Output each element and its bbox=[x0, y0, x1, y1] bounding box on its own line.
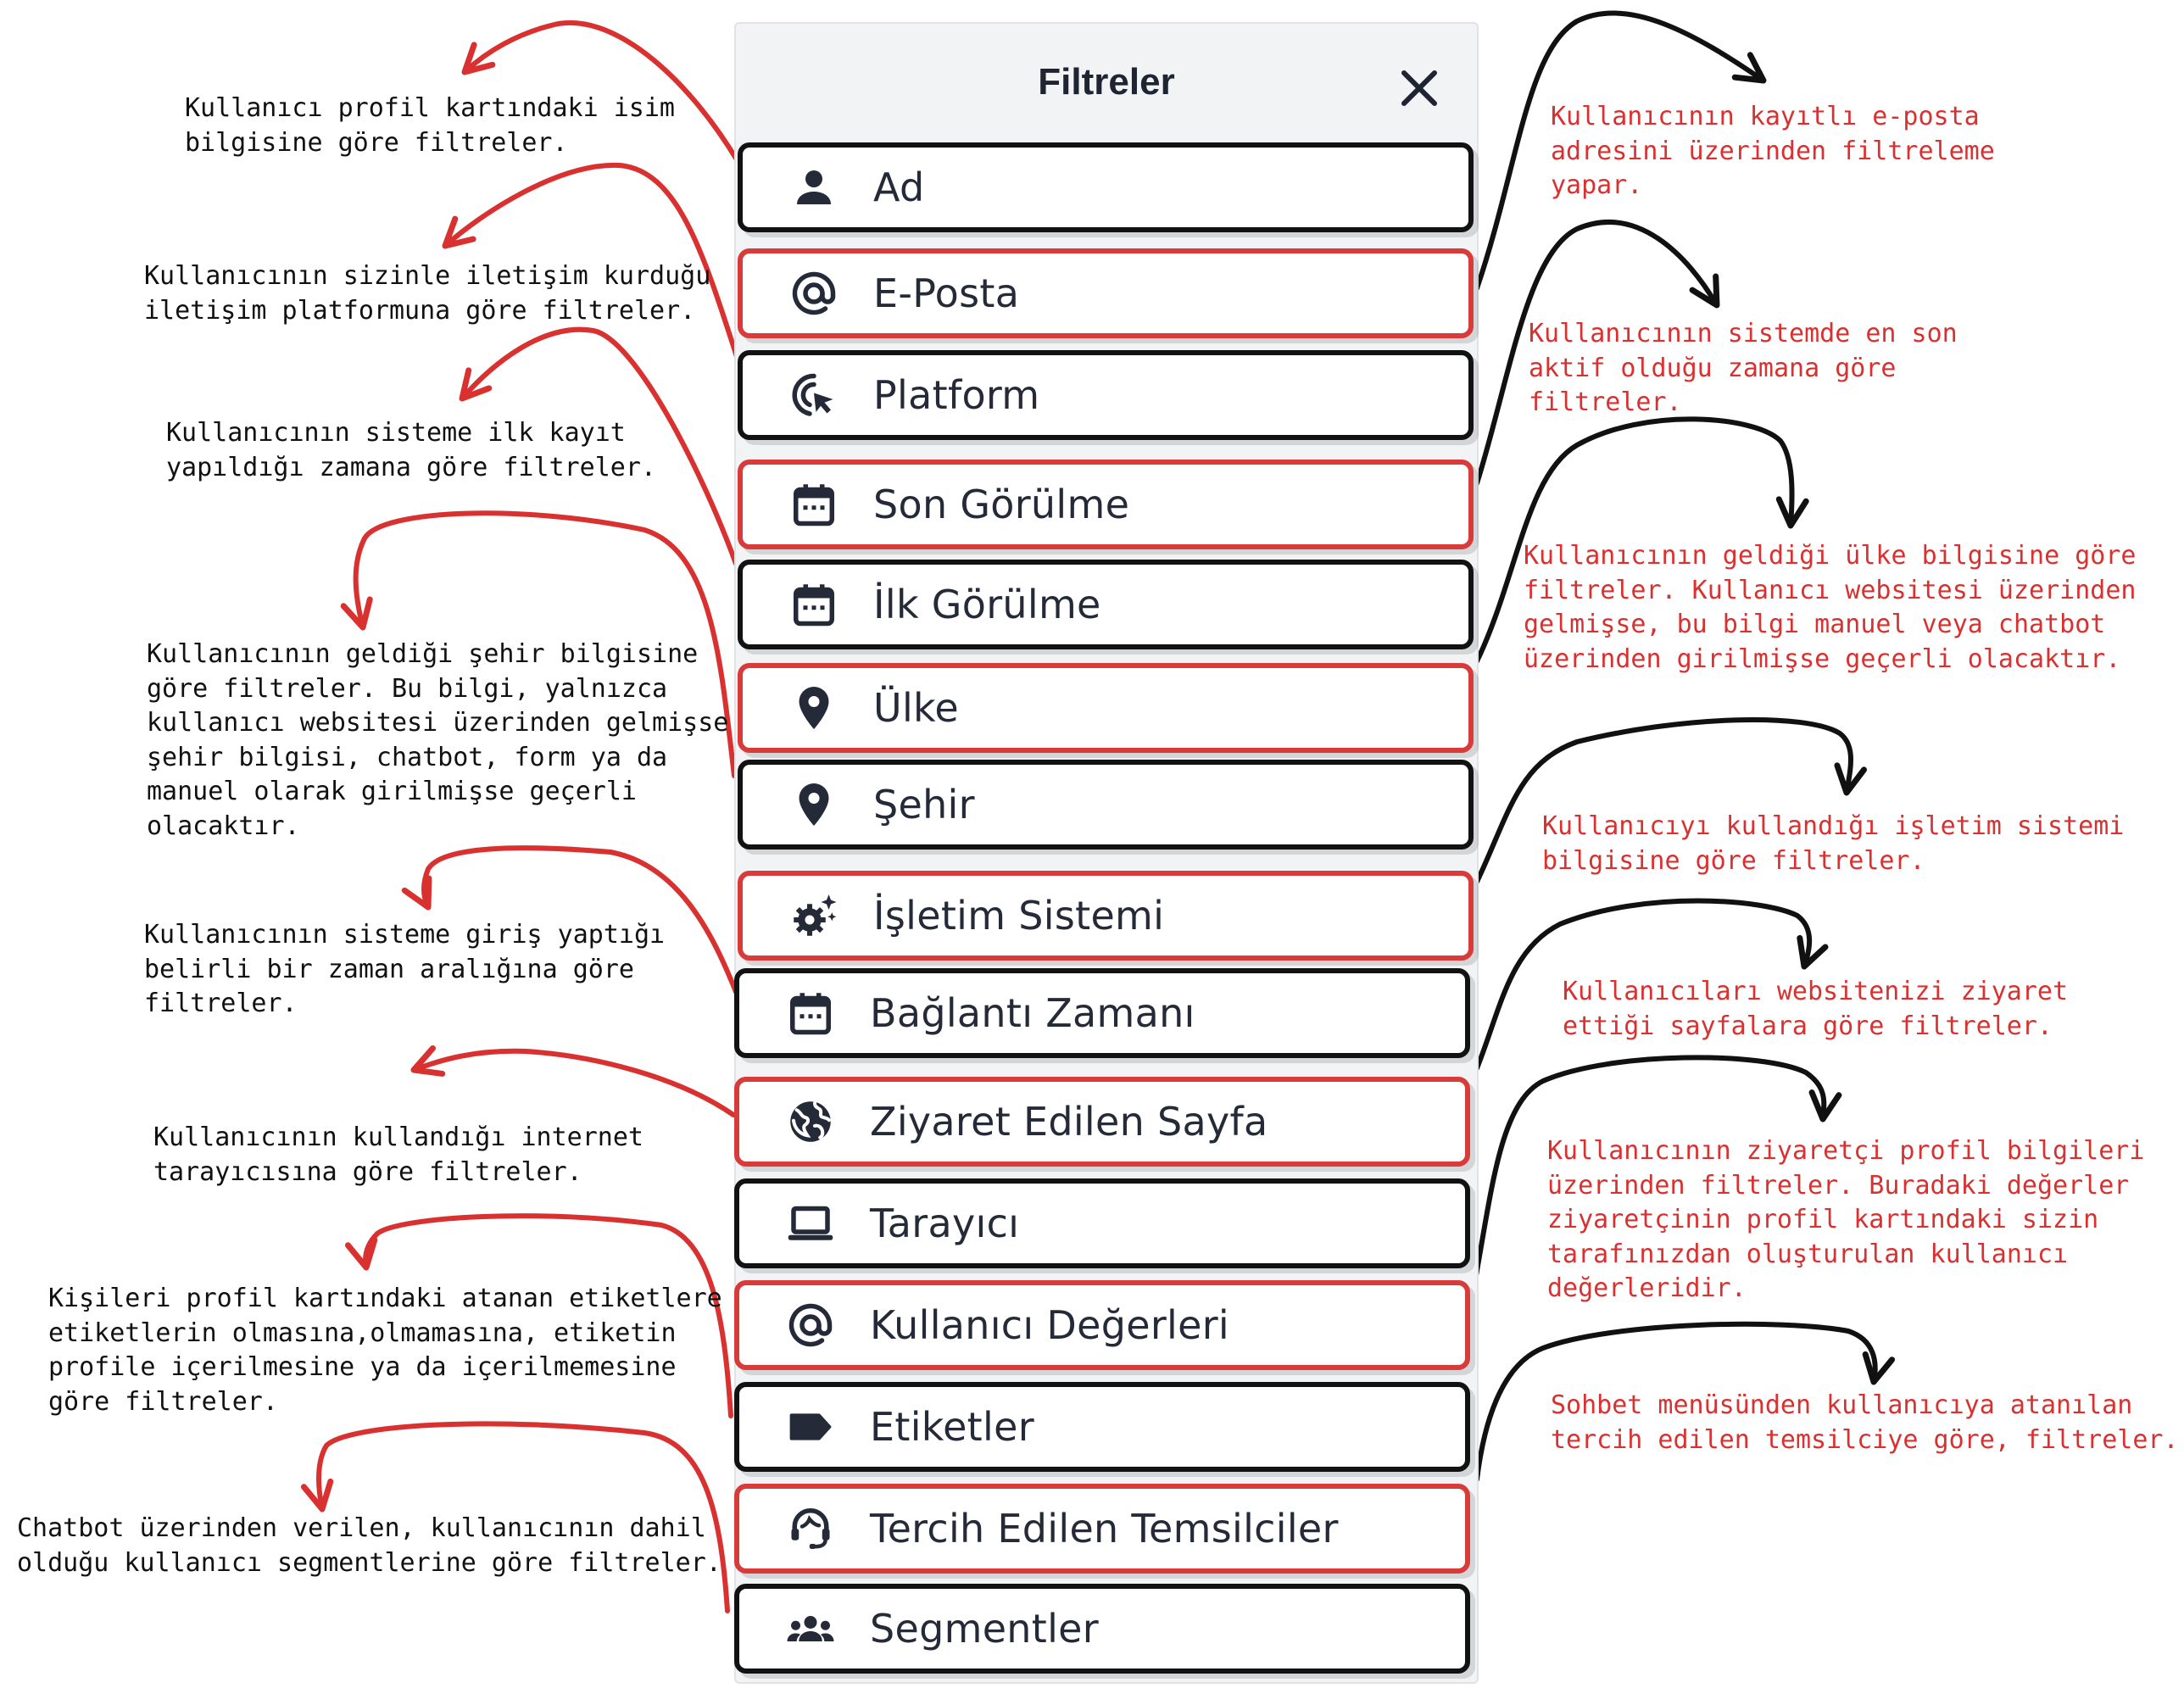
filter-item-label: Etiketler bbox=[870, 1404, 1034, 1450]
annotation-platform: Kullanıcının sizinle iletişim kurduğu il… bbox=[144, 261, 711, 326]
filter-item-label: Tercih Edilen Temsilciler bbox=[870, 1506, 1339, 1552]
filter-item-label: Ad bbox=[873, 164, 925, 210]
filter-item-ilk-gorulme[interactable]: İlk Görülme bbox=[738, 560, 1474, 649]
filter-item-tercih-edilen-temsilciler[interactable]: Tercih Edilen Temsilciler bbox=[734, 1484, 1470, 1574]
filter-item-label: İlk Görülme bbox=[873, 582, 1101, 627]
calendar-icon bbox=[788, 579, 839, 630]
filter-item-ulke[interactable]: Ülke bbox=[738, 663, 1474, 753]
annotation-isletim-sistemi: Kullanıcıyı kullandığı işletim sistemi b… bbox=[1542, 811, 2125, 876]
annotation-ilk-gorulme: Kullanıcının sisteme ilk kayıt yapıldığı… bbox=[166, 418, 656, 482]
filter-item-label: Ülke bbox=[873, 685, 959, 731]
filter-item-label: Şehir bbox=[873, 782, 975, 827]
person-icon bbox=[788, 162, 839, 213]
arrow-tarayici bbox=[410, 1045, 736, 1117]
filter-item-platform[interactable]: Platform bbox=[738, 350, 1474, 440]
filter-item-sehir[interactable]: Şehir bbox=[738, 760, 1474, 850]
gear-sparkle-icon bbox=[788, 890, 839, 941]
filter-item-baglanti-zamani[interactable]: Bağlantı Zamanı bbox=[734, 968, 1470, 1058]
filter-item-kullanici-degerleri[interactable]: Kullanıcı Değerleri bbox=[734, 1280, 1470, 1370]
annotation-ulke: Kullanıcının geldiği ülke bilgisine göre… bbox=[1524, 541, 2137, 674]
cursor-click-icon bbox=[788, 370, 839, 421]
filter-item-e-posta[interactable]: E-Posta bbox=[738, 248, 1474, 338]
calendar-icon bbox=[785, 988, 836, 1039]
close-icon[interactable] bbox=[1396, 64, 1443, 112]
filter-item-ad[interactable]: Ad bbox=[738, 142, 1474, 232]
annotation-son-gorulme: Kullanıcının sistemde en son aktif olduğ… bbox=[1529, 319, 1958, 417]
calendar-icon bbox=[788, 479, 839, 530]
filter-item-segmentler[interactable]: Segmentler bbox=[734, 1584, 1470, 1674]
at-sign-icon bbox=[785, 1300, 836, 1351]
filter-item-label: Bağlantı Zamanı bbox=[870, 990, 1195, 1036]
laptop-icon bbox=[785, 1198, 836, 1249]
filter-item-label: Platform bbox=[873, 372, 1040, 418]
annotation-baglanti-zamani: Kullanıcının sisteme giriş yaptığı belir… bbox=[144, 920, 666, 1018]
filter-item-label: Tarayıcı bbox=[870, 1201, 1020, 1246]
filter-item-ziyaret-edilen-sayfa[interactable]: Ziyaret Edilen Sayfa bbox=[734, 1077, 1470, 1167]
filter-item-label: Ziyaret Edilen Sayfa bbox=[870, 1099, 1268, 1145]
filter-item-label: Son Görülme bbox=[873, 482, 1130, 527]
filter-item-tarayici[interactable]: Tarayıcı bbox=[734, 1178, 1470, 1268]
annotation-segmentler: Chatbot üzerinden verilen, kullanıcının … bbox=[17, 1513, 722, 1578]
filter-item-isletim-sistemi[interactable]: İşletim Sistemi bbox=[738, 871, 1474, 961]
annotation-ziyaret-edilen-sayfa: Kullanıcıları websitenizi ziyaret ettiği… bbox=[1563, 977, 2069, 1041]
location-pin-icon bbox=[788, 682, 839, 733]
annotation-tarayici: Kullanıcının kullandığı internet tarayıc… bbox=[153, 1123, 644, 1187]
globe-icon bbox=[785, 1096, 836, 1147]
filter-item-son-gorulme[interactable]: Son Görülme bbox=[738, 460, 1474, 549]
annotation-sehir: Kullanıcının geldiği şehir bilgisine gör… bbox=[147, 639, 729, 841]
group-icon bbox=[785, 1603, 836, 1654]
filter-item-etiketler[interactable]: Etiketler bbox=[734, 1382, 1470, 1472]
location-pin-icon bbox=[788, 779, 839, 830]
annotation-etiketler: Kişileri profil kartındaki atanan etiket… bbox=[48, 1284, 722, 1417]
support-agent-icon bbox=[785, 1503, 836, 1554]
filter-item-label: İşletim Sistemi bbox=[873, 893, 1165, 939]
label-tag-icon bbox=[785, 1401, 836, 1452]
at-sign-icon bbox=[788, 268, 839, 319]
filter-item-label: Segmentler bbox=[870, 1606, 1099, 1652]
annotation-tercih-edilen-temsilciler: Sohbet menüsünden kullanıcıya atanılan t… bbox=[1551, 1390, 2179, 1455]
annotation-kullanici-degerleri: Kullanıcının ziyaretçi profil bilgileri … bbox=[1547, 1136, 2145, 1303]
filter-item-label: E-Posta bbox=[873, 270, 1020, 316]
annotation-ad: Kullanıcı profil kartındaki isim bilgisi… bbox=[185, 93, 675, 158]
filter-item-label: Kullanıcı Değerleri bbox=[870, 1302, 1230, 1348]
annotation-e-posta: Kullanıcının kayıtlı e-posta adresini üz… bbox=[1551, 102, 1995, 200]
panel-title: Filtreler bbox=[1038, 61, 1175, 103]
